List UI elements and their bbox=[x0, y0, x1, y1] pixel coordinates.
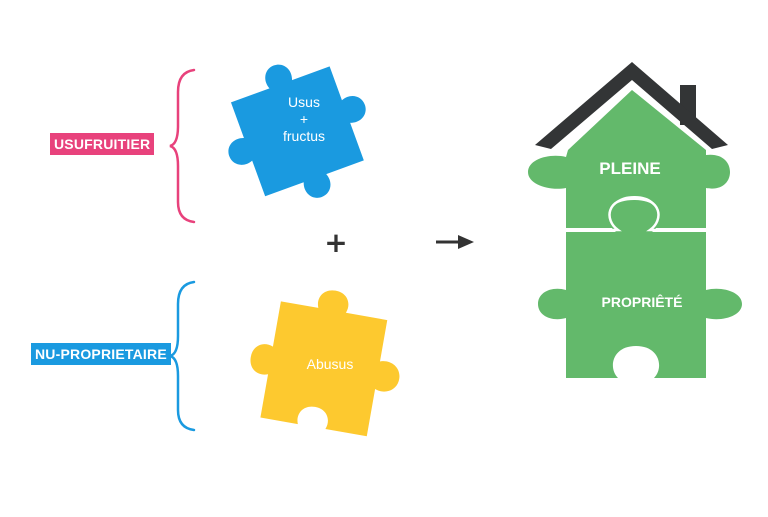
pleine-puzzle-piece bbox=[528, 90, 730, 228]
roof bbox=[535, 62, 728, 149]
pleine-label: PLEINE bbox=[599, 159, 660, 178]
abusus-puzzle-piece bbox=[250, 290, 400, 437]
usufruitier-brace bbox=[169, 68, 196, 224]
arrow-icon bbox=[436, 235, 474, 249]
yellow-piece-label: Abusus bbox=[307, 356, 354, 372]
propriete-label: PROPRIÊTÉ bbox=[602, 293, 683, 310]
nu-proprietaire-label: NU-PROPRIETAIRE bbox=[31, 343, 171, 365]
blue-piece-line2: + bbox=[300, 111, 308, 127]
blue-piece-line1: Usus bbox=[288, 94, 320, 110]
puzzle-seam bbox=[566, 196, 706, 232]
blue-piece-line3: fructus bbox=[283, 128, 325, 144]
nu-proprietaire-brace bbox=[169, 280, 196, 432]
usufruitier-label: USUFRUITIER bbox=[50, 133, 155, 155]
plus-operator: + bbox=[324, 226, 347, 259]
usus-fructus-puzzle-piece bbox=[228, 64, 366, 198]
propriete-puzzle-piece bbox=[538, 200, 742, 378]
